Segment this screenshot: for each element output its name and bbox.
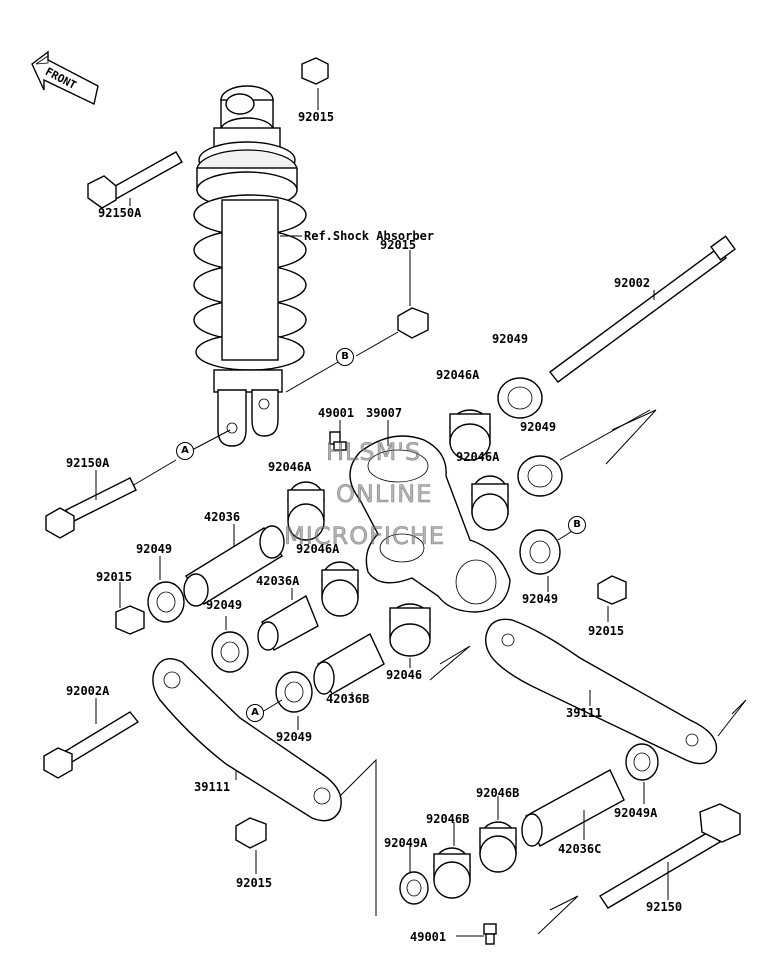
part-label-92015: 92015 xyxy=(96,570,133,584)
bearing-92046 xyxy=(389,603,431,657)
nut-92015-top xyxy=(301,57,329,85)
bolt-92150A-top xyxy=(87,151,183,209)
part-label-92049: 92049 xyxy=(276,730,313,744)
part-label-42036C: 42036C xyxy=(558,842,602,856)
part-label-92046B: 92046B xyxy=(426,812,470,826)
part-label-92015: 92015 xyxy=(588,624,625,638)
bolt-92002 xyxy=(548,235,736,383)
grease-nipple-49001-top xyxy=(329,431,347,451)
watermark-line-3: MICROFICHE xyxy=(284,522,445,551)
tie-rod-39111-right xyxy=(485,618,718,765)
part-label-49001: 49001 xyxy=(318,406,355,420)
part-label-92046B: 92046B xyxy=(476,786,520,800)
rocker-arm-39007 xyxy=(349,435,511,613)
bolt-92150A-mid xyxy=(45,477,137,539)
nut-92015-bottom xyxy=(235,817,267,849)
washer-92049-1 xyxy=(497,377,543,419)
part-label-92049: 92049 xyxy=(522,592,559,606)
part-label-92046A: 92046A xyxy=(268,460,312,474)
marker-b-upper: B xyxy=(336,348,354,366)
nut-92015-right xyxy=(597,575,627,605)
bearing-92046B-2 xyxy=(479,821,517,873)
part-label-39007: 39007 xyxy=(366,406,403,420)
bearing-92046B-1 xyxy=(433,847,471,899)
collar-42036A xyxy=(257,594,319,651)
collar-42036C xyxy=(521,769,625,847)
nut-92015-left xyxy=(115,605,145,635)
bolt-92150 xyxy=(599,803,741,909)
part-label-92046: 92046 xyxy=(386,668,423,682)
part-label-39111: 39111 xyxy=(194,780,231,794)
bearing-92046A-1 xyxy=(449,409,491,461)
part-label-49001: 49001 xyxy=(410,930,447,944)
grease-nipple-49001-bottom xyxy=(483,923,497,945)
watermark-line-1: HLSM'S xyxy=(326,438,422,467)
bearing-92046A-3 xyxy=(471,475,509,531)
bearing-92046A-2 xyxy=(287,481,325,541)
part-label-42036: 42036 xyxy=(204,510,241,524)
part-label-92046A: 92046A xyxy=(456,450,500,464)
part-label-92002: 92002 xyxy=(614,276,651,290)
marker-a-lower: A xyxy=(246,704,264,722)
part-label-92150: 92150 xyxy=(646,900,683,914)
bearing-92046A-4 xyxy=(321,561,359,617)
part-label-92015: 92015 xyxy=(298,110,335,124)
watermark-line-2: ONLINE xyxy=(336,480,433,509)
part-label-92015: 92015 xyxy=(236,876,273,890)
part-label-92049A: 92049A xyxy=(614,806,658,820)
part-label-42036B: 42036B xyxy=(326,692,370,706)
bolt-92002A xyxy=(43,711,140,779)
marker-a-upper: A xyxy=(176,442,194,460)
part-label-92015: 92015 xyxy=(380,238,417,252)
part-label-92002A: 92002A xyxy=(66,684,110,698)
washer-92049A-left xyxy=(399,871,429,905)
part-label-92049A: 92049A xyxy=(384,836,428,850)
marker-b-lower: B xyxy=(568,516,586,534)
part-label-92049: 92049 xyxy=(520,420,557,434)
washer-92049A-right xyxy=(625,743,659,781)
washer-92049-5 xyxy=(519,529,561,575)
washer-92049-2 xyxy=(517,455,563,497)
tie-rod-39111-left xyxy=(152,658,342,822)
part-label-39111: 39111 xyxy=(566,706,603,720)
part-label-92150A: 92150A xyxy=(98,206,142,220)
nut-92015-mid xyxy=(397,307,429,339)
washer-92049-3 xyxy=(147,581,185,623)
part-label-92046A: 92046A xyxy=(296,542,340,556)
collar-42036 xyxy=(183,525,285,607)
front-arrow-icon xyxy=(31,50,99,106)
part-label-42036A: 42036A xyxy=(256,574,300,588)
part-label-92049: 92049 xyxy=(206,598,243,612)
part-label-92046A: 92046A xyxy=(436,368,480,382)
collar-42036B xyxy=(313,633,385,695)
washer-92049-4 xyxy=(211,631,249,673)
ref-shock-absorber-label: Ref.Shock Absorber xyxy=(304,229,435,243)
part-label-92049: 92049 xyxy=(136,542,173,556)
part-label-92150A: 92150A xyxy=(66,456,110,470)
washer-92049-6 xyxy=(275,671,313,713)
part-label-92049: 92049 xyxy=(492,332,529,346)
shock-absorber xyxy=(193,85,307,447)
